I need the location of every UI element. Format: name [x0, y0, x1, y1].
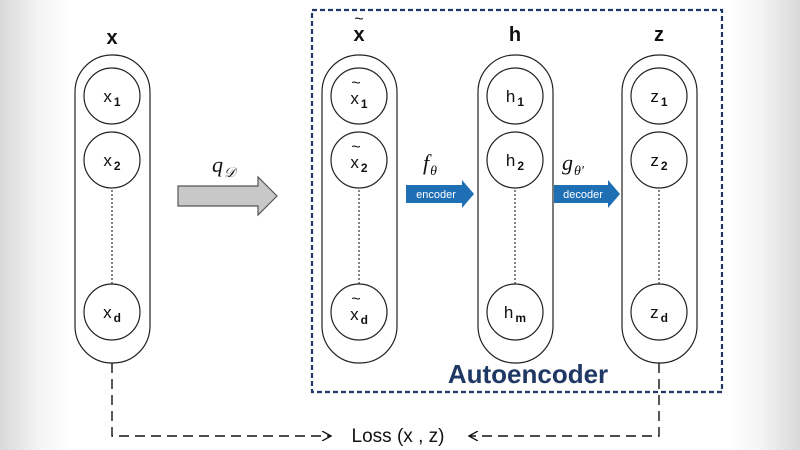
node-tilde: ~ [351, 291, 360, 308]
node-tilde: ~ [351, 139, 360, 156]
node-circle [630, 283, 688, 341]
encoder-arrow [406, 180, 474, 208]
column-title: x [106, 27, 117, 49]
node-circle [83, 131, 141, 189]
decoder-function-label: gθ′ [562, 150, 585, 179]
column-title: z [654, 24, 664, 46]
corruption-arrow [177, 175, 278, 217]
column-title: x [353, 24, 364, 46]
decoder-tag-label: decoder [563, 189, 603, 201]
node-circle [330, 283, 388, 341]
node-circle [630, 131, 688, 189]
corruption-label: q𝒟 [212, 152, 238, 181]
loss-label: Loss (x , z) [352, 426, 445, 447]
node-circle [486, 67, 544, 125]
node-circle [83, 67, 141, 125]
node-circle [630, 67, 688, 125]
node-circle [330, 67, 388, 125]
encoder-tag-label: encoder [416, 189, 456, 201]
column-capsule [477, 54, 554, 364]
column-capsule [321, 54, 398, 364]
decoder-arrow [554, 180, 620, 208]
loss-path-from-x [111, 363, 330, 436]
column-title-tilde: ~ [354, 11, 363, 28]
node-circle [486, 131, 544, 189]
node-tilde: ~ [351, 75, 360, 92]
encoder-function-label: fθ [423, 150, 437, 179]
autoencoder-frame [310, 8, 724, 394]
column-h [477, 54, 554, 364]
column-title: h [509, 24, 521, 46]
node-circle [486, 283, 544, 341]
loss-path-from-z [470, 363, 660, 436]
column-x-tilde [321, 54, 398, 364]
node-circle [330, 131, 388, 189]
autoencoder-label: Autoencoder [448, 359, 608, 389]
node-circle [83, 283, 141, 341]
